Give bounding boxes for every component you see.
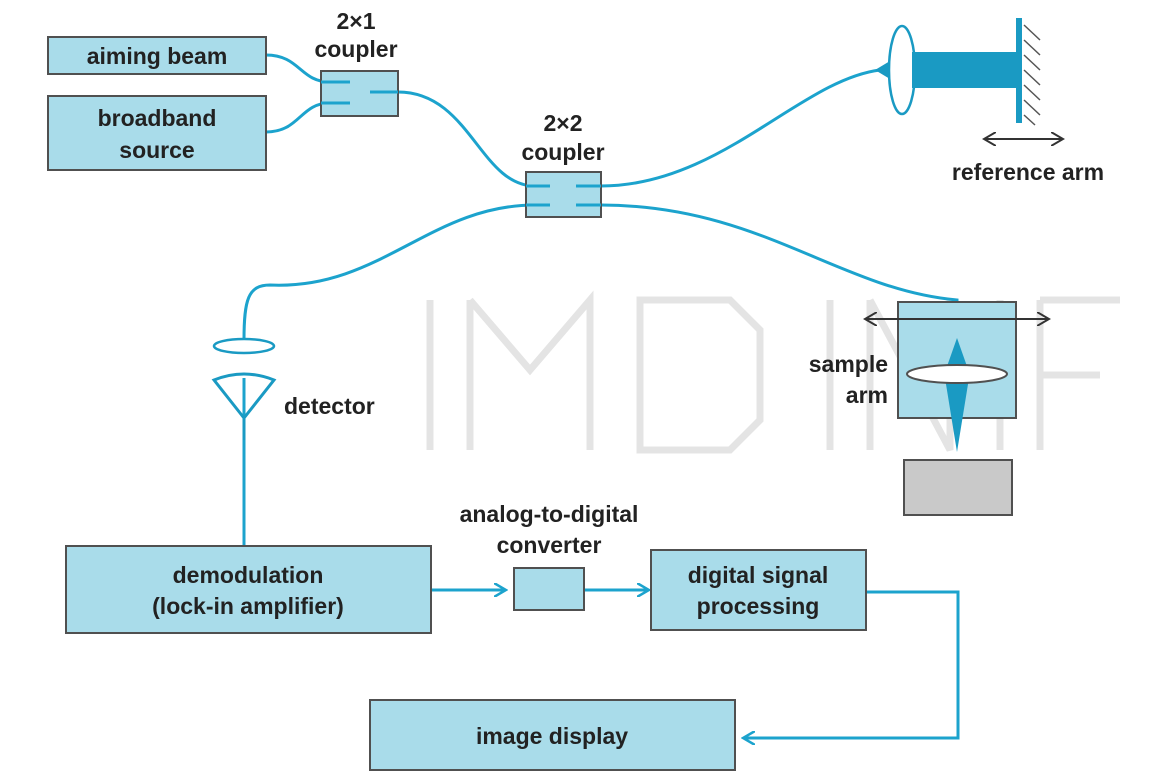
aiming-beam-label: aiming beam (87, 43, 228, 69)
adc-label-2: converter (497, 532, 602, 558)
sample-beam-upper (945, 338, 969, 372)
sample-specimen (903, 459, 1013, 516)
broadband-source-box (47, 95, 267, 171)
sample-arm-label-2: arm (846, 382, 888, 408)
image-display-label: image display (476, 723, 628, 749)
adc-box (513, 567, 585, 611)
aiming-beam-box (47, 36, 267, 75)
broadband-source-label-2: source (119, 137, 194, 163)
dsp-label-2: processing (697, 593, 820, 619)
dsp-label-1: digital signal (688, 562, 829, 588)
coupler-2x1-label-1: 2×1 (336, 8, 375, 34)
demodulation-label-1: demodulation (173, 562, 324, 588)
detector-optics (211, 337, 277, 440)
sample-beam-lower (945, 378, 969, 452)
reference-lens (887, 24, 917, 116)
fiber-2x2-to-sample (600, 203, 959, 340)
sample-arm-optics (866, 301, 1048, 516)
detector-icon (211, 372, 277, 421)
coupler-2x2-box (525, 171, 602, 218)
detector-label: detector (284, 393, 375, 419)
fiber-2x1-to-2x2 (397, 90, 536, 188)
coupler-2x1-label-2: coupler (314, 36, 397, 62)
reference-arm-optics (875, 18, 1062, 139)
image-display-box (369, 699, 736, 771)
coupler-2x2-label-1: 2×2 (543, 110, 582, 136)
reference-beam (912, 52, 1018, 88)
dsp-box (650, 549, 867, 631)
mirror-hatch (1023, 24, 1041, 126)
fiber-2x2-to-detector (242, 203, 536, 341)
reference-arm-label: reference arm (952, 159, 1104, 185)
sample-objective-lens (906, 364, 1008, 384)
reference-mirror (1016, 18, 1022, 123)
sample-arm-label-1: sample (809, 351, 888, 377)
fiber-2x2-to-reference (600, 68, 881, 188)
adc-label-1: analog-to-digital (460, 501, 639, 527)
demodulation-label-2: (lock-in amplifier) (152, 593, 344, 619)
fiber-dsp-to-display (744, 590, 960, 738)
coupler-2x2-label-2: coupler (521, 139, 604, 165)
broadband-source-label-1: broadband (98, 105, 217, 131)
detector-lens (212, 337, 276, 355)
demodulation-box (65, 545, 432, 634)
coupler-internal-leads (321, 80, 601, 207)
